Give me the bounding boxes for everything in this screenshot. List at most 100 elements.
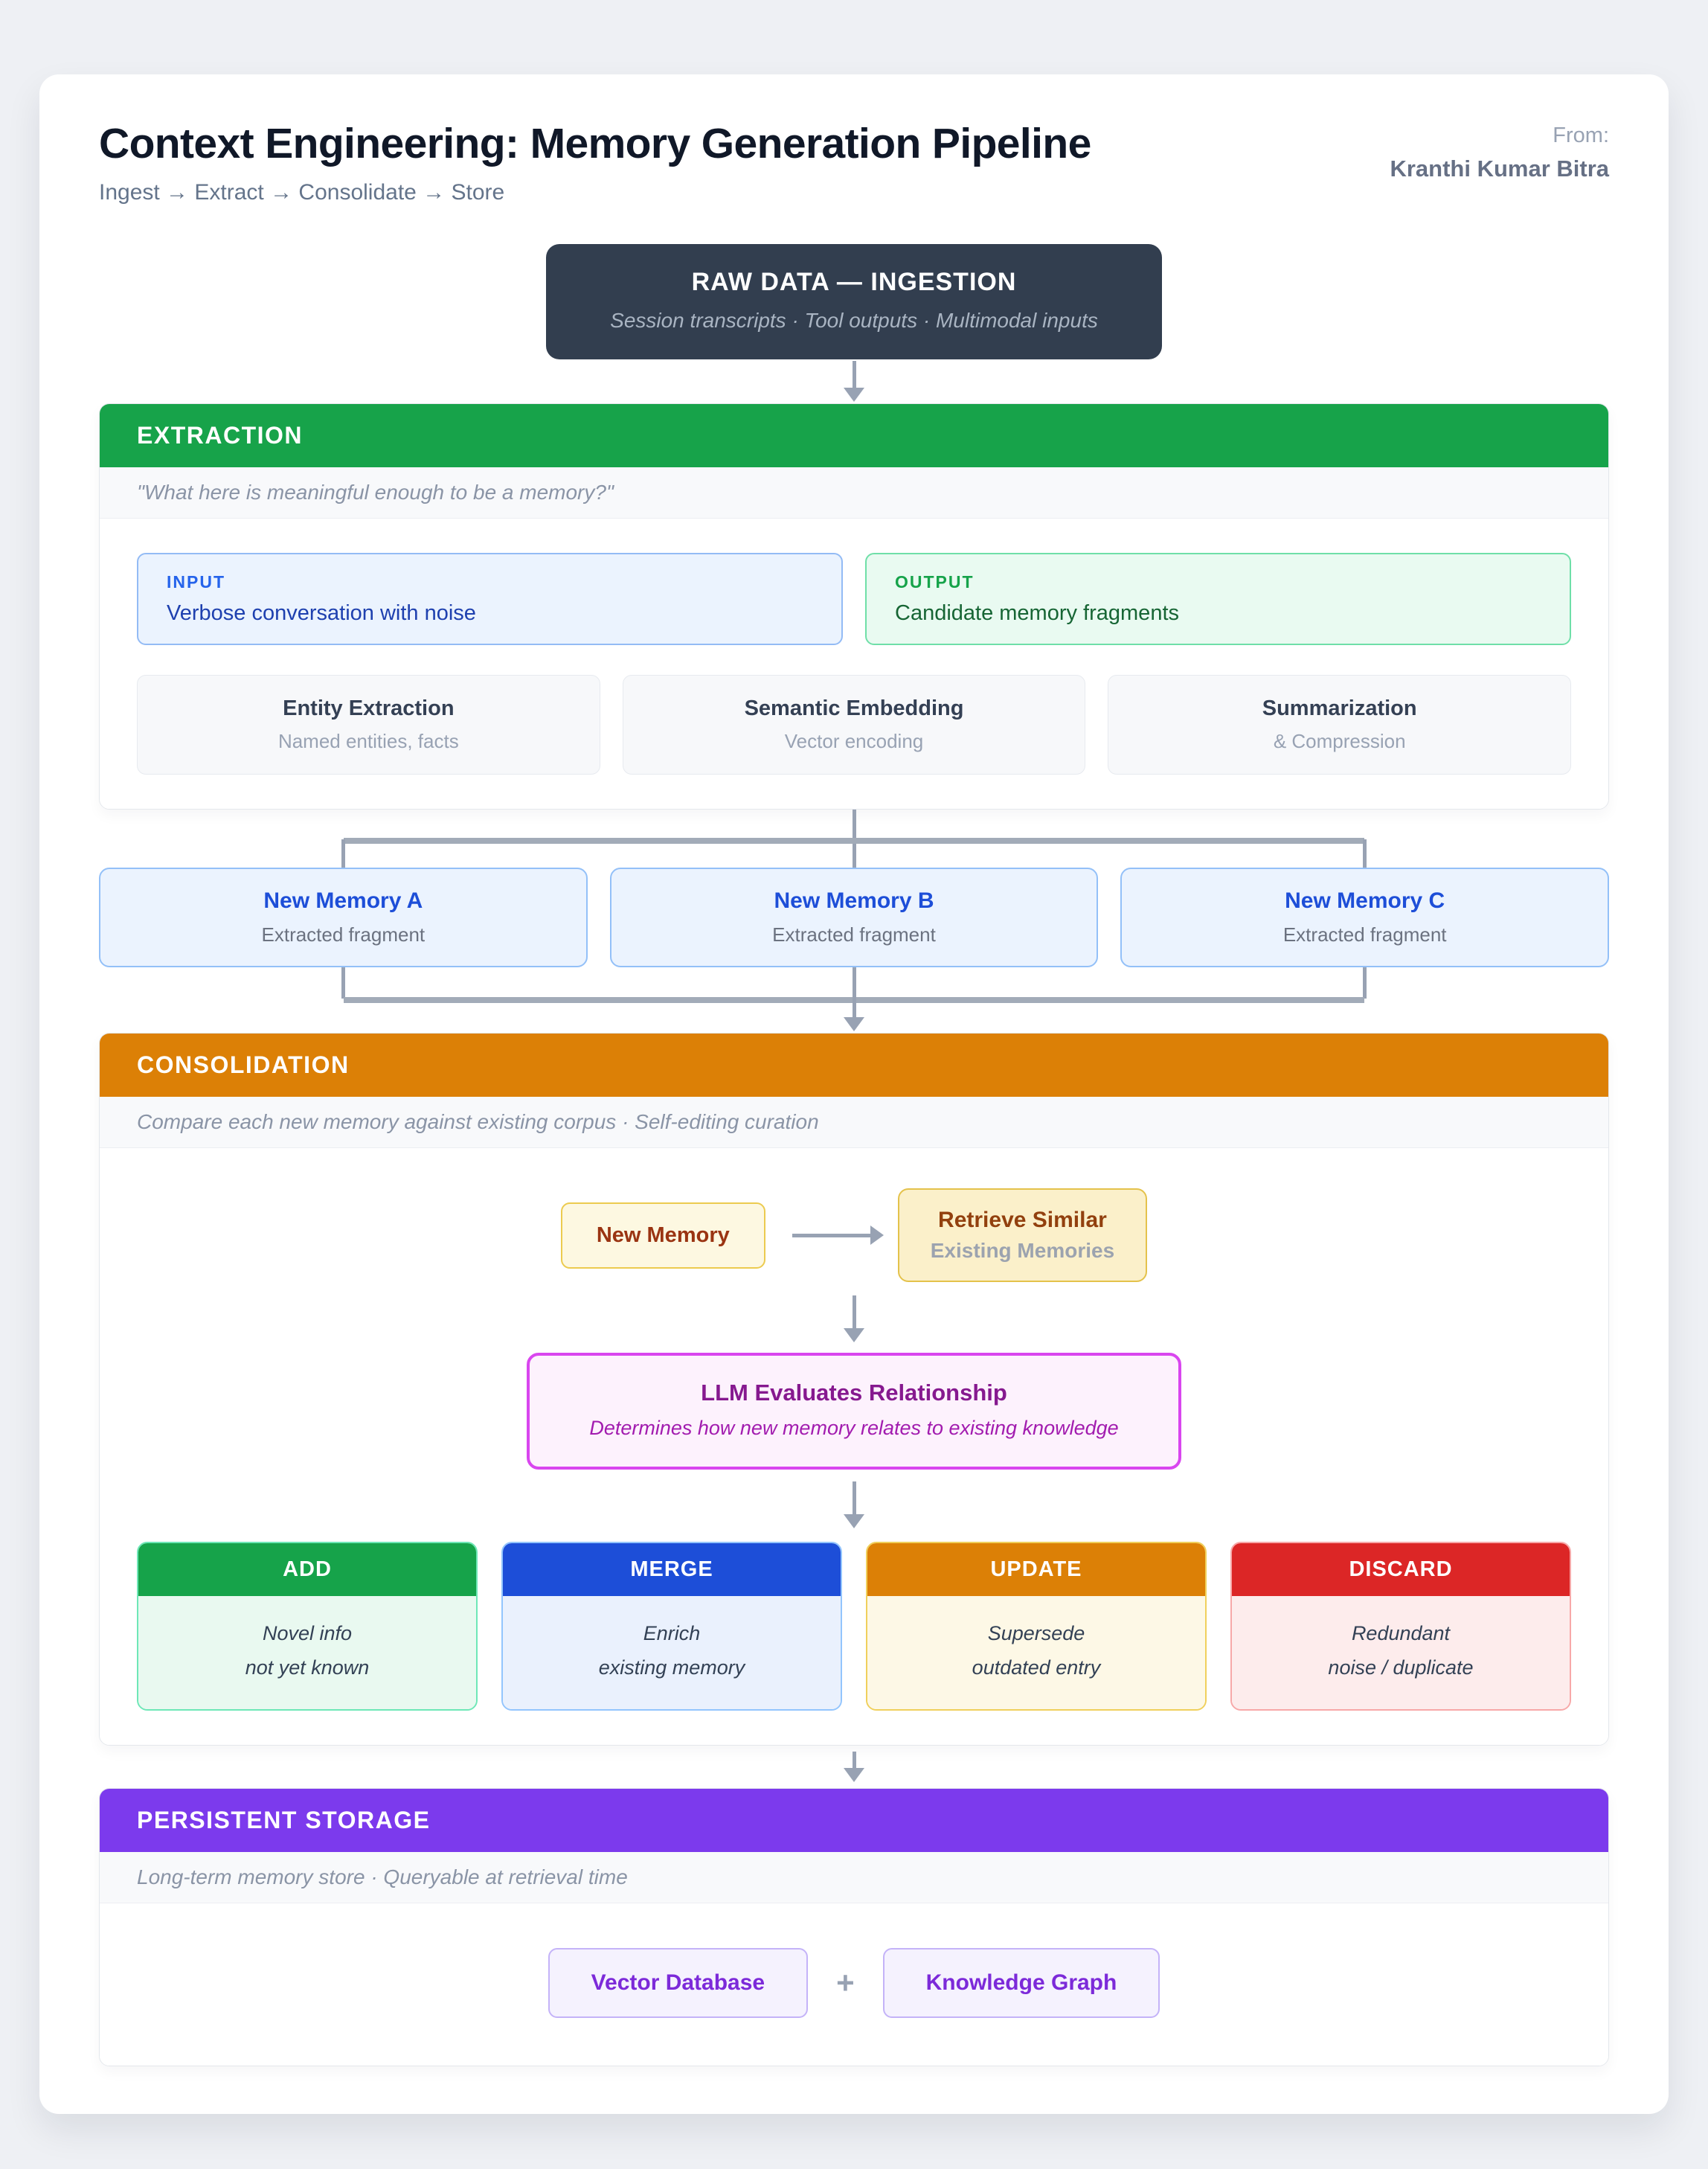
technique-row: Entity Extraction Named entities, facts … bbox=[137, 675, 1572, 775]
consolidation-section: CONSOLIDATION Compare each new memory ag… bbox=[99, 1033, 1609, 1746]
from-label: From: bbox=[1553, 124, 1609, 147]
decision-line: Supersede bbox=[987, 1622, 1085, 1644]
technique-title: Summarization bbox=[1262, 696, 1417, 720]
technique-title: Entity Extraction bbox=[283, 696, 455, 720]
decision-description: Redundant noise / duplicate bbox=[1232, 1596, 1570, 1709]
decision-label: DISCARD bbox=[1232, 1543, 1570, 1596]
arrow-down-icon bbox=[99, 1751, 1609, 1782]
storage-body: Vector Database + Knowledge Graph bbox=[100, 1903, 1608, 2066]
consolidation-header: CONSOLIDATION bbox=[100, 1034, 1608, 1097]
storage-quote: Long-term memory store · Queryable at re… bbox=[100, 1851, 1608, 1903]
retrieve-similar-node: Retrieve Similar Existing Memories bbox=[897, 1188, 1148, 1282]
input-node: INPUT Verbose conversation with noise bbox=[137, 553, 843, 645]
retrieve-subtitle: Existing Memories bbox=[930, 1239, 1115, 1262]
output-value: Candidate memory fragments bbox=[895, 601, 1179, 625]
storage-row: Vector Database + Knowledge Graph bbox=[137, 1938, 1571, 2031]
connector-line bbox=[341, 839, 346, 868]
extraction-quote: "What here is meaningful enough to be a … bbox=[100, 467, 1608, 519]
input-label: INPUT bbox=[167, 572, 225, 592]
decision-line: Redundant bbox=[1351, 1622, 1451, 1644]
technique-semantic-embedding: Semantic Embedding Vector encoding bbox=[622, 675, 1086, 775]
memory-subtitle: Extracted fragment bbox=[261, 923, 426, 946]
output-node: OUTPUT Candidate memory fragments bbox=[865, 553, 1571, 645]
retrieve-title: Retrieve Similar bbox=[938, 1208, 1107, 1232]
input-value: Verbose conversation with noise bbox=[167, 601, 476, 625]
arrow-stem bbox=[852, 1295, 856, 1328]
consolidation-body: New Memory Retrieve Similar Existing Mem… bbox=[100, 1148, 1608, 1745]
decision-discard: DISCARD Redundant noise / duplicate bbox=[1230, 1542, 1571, 1711]
ingestion-subtitle: Session transcripts · Tool outputs · Mul… bbox=[610, 309, 1098, 332]
ingestion-title: RAW DATA — INGESTION bbox=[691, 268, 1017, 296]
arrow-down-icon bbox=[137, 1295, 1571, 1342]
arrow-stem bbox=[852, 1751, 856, 1768]
memory-subtitle: Extracted fragment bbox=[1282, 923, 1447, 946]
decision-line: existing memory bbox=[598, 1656, 745, 1679]
page-header: Context Engineering: Memory Generation P… bbox=[99, 119, 1609, 205]
arrow-stem bbox=[852, 361, 856, 388]
decision-merge: MERGE Enrich existing memory bbox=[501, 1542, 842, 1711]
llm-subtitle: Determines how new memory relates to exi… bbox=[589, 1417, 1119, 1439]
knowledge-graph-node: Knowledge Graph bbox=[882, 1947, 1160, 2018]
decision-line: outdated entry bbox=[972, 1656, 1101, 1679]
decision-label: ADD bbox=[138, 1543, 476, 1596]
decision-update: UPDATE Supersede outdated entry bbox=[866, 1542, 1207, 1711]
arrow-head bbox=[844, 388, 864, 402]
decision-row: ADD Novel info not yet known MERGE Enric… bbox=[137, 1542, 1571, 1711]
technique-title: Semantic Embedding bbox=[744, 696, 964, 720]
arrow-stem bbox=[852, 1481, 856, 1514]
vector-database-node: Vector Database bbox=[548, 1947, 809, 2018]
extraction-body: INPUT Verbose conversation with noise OU… bbox=[100, 519, 1608, 809]
connector-bus bbox=[343, 838, 1365, 844]
arrow-down-icon bbox=[137, 1481, 1571, 1528]
connector-line bbox=[1362, 839, 1367, 868]
plus-icon: + bbox=[836, 1964, 855, 2000]
arrow-head bbox=[844, 1017, 864, 1031]
technique-subtitle: & Compression bbox=[1273, 730, 1406, 752]
new-memory-node: New Memory bbox=[560, 1202, 765, 1269]
decision-add: ADD Novel info not yet known bbox=[137, 1542, 478, 1711]
arrow-head bbox=[844, 1767, 864, 1782]
memory-node-a: New Memory A Extracted fragment bbox=[99, 868, 588, 967]
connector-line bbox=[341, 967, 346, 999]
arrow-right-icon bbox=[792, 1233, 871, 1237]
decision-label: MERGE bbox=[503, 1543, 841, 1596]
decision-line: not yet known bbox=[245, 1656, 370, 1679]
memory-node-b: New Memory B Extracted fragment bbox=[609, 868, 1099, 967]
diagram-card: Context Engineering: Memory Generation P… bbox=[39, 74, 1669, 2114]
decision-line: Novel info bbox=[262, 1622, 353, 1644]
page-subtitle: Ingest → Extract → Consolidate → Store bbox=[99, 180, 505, 205]
memory-title: New Memory B bbox=[774, 888, 934, 913]
page-title: Context Engineering: Memory Generation P… bbox=[99, 120, 1091, 167]
extraction-section: EXTRACTION "What here is meaningful enou… bbox=[99, 403, 1609, 810]
author-block: From: Kranthi Kumar Bitra bbox=[1390, 119, 1609, 182]
technique-entity-extraction: Entity Extraction Named entities, facts bbox=[137, 675, 600, 775]
storage-section: PERSISTENT STORAGE Long-term memory stor… bbox=[99, 1787, 1609, 2066]
memory-subtitle: Extracted fragment bbox=[772, 923, 936, 946]
technique-subtitle: Vector encoding bbox=[784, 730, 924, 752]
arrow-down-icon bbox=[99, 361, 1609, 402]
llm-title: LLM Evaluates Relationship bbox=[701, 1380, 1007, 1406]
decision-description: Novel info not yet known bbox=[138, 1596, 476, 1709]
author-name: Kranthi Kumar Bitra bbox=[1390, 156, 1609, 182]
io-row: INPUT Verbose conversation with noise OU… bbox=[137, 553, 1571, 645]
technique-subtitle: Named entities, facts bbox=[277, 730, 459, 752]
memory-row: New Memory A Extracted fragment New Memo… bbox=[99, 868, 1610, 967]
ingestion-node: RAW DATA — INGESTION Session transcripts… bbox=[546, 244, 1162, 359]
connector-line bbox=[1362, 967, 1367, 999]
memory-title: New Memory A bbox=[263, 888, 423, 913]
decision-label: UPDATE bbox=[867, 1543, 1205, 1596]
decision-line: noise / duplicate bbox=[1328, 1656, 1474, 1679]
arrow-head bbox=[844, 1328, 864, 1342]
retrieve-row: New Memory Retrieve Similar Existing Mem… bbox=[137, 1182, 1571, 1282]
connector-line bbox=[852, 967, 856, 1018]
decision-description: Supersede outdated entry bbox=[867, 1596, 1205, 1709]
memory-title: New Memory C bbox=[1285, 888, 1445, 913]
decision-description: Enrich existing memory bbox=[503, 1596, 841, 1709]
llm-evaluation-node: LLM Evaluates Relationship Determines ho… bbox=[527, 1353, 1181, 1470]
arrow-head bbox=[844, 1514, 864, 1528]
decision-line: Enrich bbox=[643, 1622, 701, 1644]
technique-summarization: Summarization & Compression bbox=[1108, 675, 1572, 775]
fanout-connector bbox=[99, 810, 1609, 868]
extraction-header: EXTRACTION bbox=[100, 404, 1608, 467]
storage-header: PERSISTENT STORAGE bbox=[100, 1788, 1608, 1852]
